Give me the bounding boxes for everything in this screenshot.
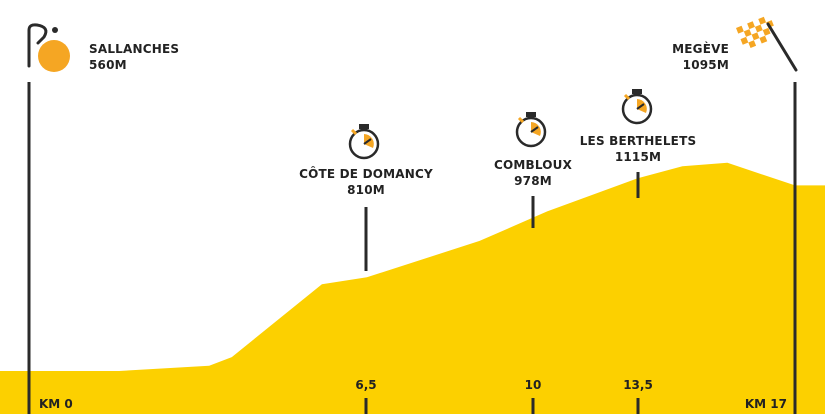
start-logo-icon [27, 23, 70, 72]
start-altitude: 560M [89, 58, 127, 72]
stopwatch-icon [621, 89, 653, 125]
climb-altitude: 978M [514, 174, 552, 188]
finish-name: MEGÈVE [672, 42, 729, 56]
km-start-label: KM 0 [39, 397, 73, 411]
climb-name: LES BERTHELETS [579, 134, 697, 148]
elevation-area [0, 162, 825, 414]
climb-altitude: 810M [347, 183, 385, 197]
km-checkpoint-label: 6,5 [355, 378, 377, 392]
climb-altitude: 1115M [614, 150, 662, 164]
stopwatch-icon [515, 112, 547, 148]
km-checkpoint-label: 13,5 [623, 378, 653, 392]
start-label: SALLANCHES 560M [89, 41, 179, 73]
km-end-label: KM 17 [744, 397, 787, 411]
finish-altitude: 1095M [682, 58, 729, 72]
flag-pole-icon [766, 22, 798, 72]
finish-label: MEGÈVE 1095M [672, 41, 729, 73]
climb-name: CÔTE DE DOMANCY [299, 167, 433, 181]
climb-label-berthelets: LES BERTHELETS 1115M [580, 133, 697, 165]
climb-label-combloux: COMBLOUX 978M [494, 157, 572, 189]
climb-label-domancy: CÔTE DE DOMANCY 810M [299, 166, 433, 198]
km-checkpoint-label: 10 [524, 378, 542, 392]
climb-name: COMBLOUX [493, 158, 573, 172]
start-name: SALLANCHES [89, 42, 180, 56]
stopwatch-icon [348, 124, 380, 160]
